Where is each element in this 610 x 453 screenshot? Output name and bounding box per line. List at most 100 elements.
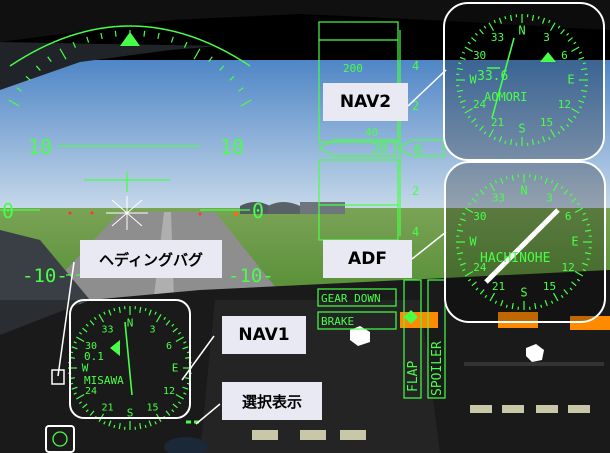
heading-arc-tick: [16, 87, 22, 92]
nav2-dial-tick: [456, 67, 464, 71]
adf-cardinal-E: E: [571, 235, 578, 249]
heading-arc-tick: [193, 48, 201, 60]
nav1-dial-tick: [93, 316, 97, 321]
nav2-dial-label-12: 12: [558, 98, 571, 111]
adf-dial-tick: [458, 258, 462, 261]
adf-dial-tick: [459, 218, 466, 222]
heading-arc-tick: [114, 30, 117, 37]
adf-dial-tick: [582, 262, 589, 266]
adf-dial-tick: [560, 294, 564, 299]
nav2-cardinal-S: S: [518, 122, 525, 136]
adf-dial-tick: [500, 300, 504, 307]
nav2-dial-tick: [549, 129, 556, 138]
adf-dial-tick: [456, 252, 464, 255]
nav1-dial-tick: [175, 393, 184, 400]
altitude-tape-40: 40: [365, 126, 378, 139]
adf-dial-tick: [586, 258, 590, 261]
nav1-dial-tick: [154, 311, 157, 315]
adf-dial-tick: [467, 278, 472, 282]
nav1-dial-tick: [85, 323, 89, 327]
nav2-dial-tick: [498, 17, 503, 24]
nav2-dial-tick: [498, 136, 503, 143]
adf-dial-tick: [489, 182, 496, 192]
nav2-dial-tick: [464, 107, 473, 114]
brake-indicator-text: BRAKE: [321, 315, 354, 328]
nav2-needle: [491, 37, 515, 119]
altitude-tape: [317, 21, 445, 241]
flap-gauge: [403, 279, 422, 399]
adf-dial-tick: [571, 197, 577, 203]
adf-dial-tick: [540, 304, 543, 308]
adf-dial-label-33: 33: [492, 191, 505, 204]
nav2-dial-tick: [548, 136, 551, 141]
nav2-dial-tick: [467, 41, 471, 45]
nav2-dial-tick: [504, 140, 507, 144]
select-box-icon[interactable]: [51, 369, 65, 385]
nav1-dial-label-15: 15: [146, 402, 158, 413]
nav1-dial-tick: [171, 409, 175, 413]
adf-dial-tick: [576, 278, 581, 282]
adf-station: HACHINOHE: [480, 251, 550, 266]
adf-dial-tick: [563, 189, 569, 195]
adf-dial-tick: [489, 292, 496, 302]
adf-dial-label-3: 3: [546, 191, 553, 204]
heading-pointer-icon: [120, 32, 140, 46]
nav2-dial-tick: [467, 115, 471, 119]
pitch-label-minus10-left: -10-: [22, 265, 68, 287]
heading-arc-tick: [8, 99, 20, 107]
adf-dial-tick: [511, 302, 514, 310]
nav1-cardinal-W: W: [82, 361, 89, 374]
nav1-dial-tick: [76, 336, 85, 343]
adf-dial-tick: [500, 177, 504, 184]
nav2-dial-tick: [560, 125, 565, 131]
spoiler-label: SPOILER: [430, 341, 445, 396]
nav2-dial-tick: [578, 51, 583, 54]
adf-dial-tick: [550, 300, 554, 304]
nav2-dial-label-6: 6: [561, 49, 568, 62]
nav1-dial-label-21: 21: [101, 402, 113, 413]
adf-dial-tick: [458, 223, 462, 226]
nav2-bearing-icon: [540, 52, 556, 62]
adf-dial-label-15: 15: [543, 280, 556, 293]
adf-dial-tick: [571, 281, 577, 287]
nav1-dial-label-6: 6: [166, 341, 172, 352]
heading-arc-tick: [25, 75, 31, 81]
nav2-dial-tick: [537, 16, 540, 20]
nav2-dial-tick: [567, 37, 573, 42]
nav2-cardinal-E: E: [567, 73, 574, 87]
nav2-dial-tick: [488, 129, 495, 138]
adf-dial-tick: [574, 270, 584, 277]
adf-dial-tick: [464, 270, 474, 277]
pitch-label-10-left: 10: [28, 135, 52, 159]
adf-dial-tick: [484, 185, 488, 190]
select-indicator-frame[interactable]: [45, 425, 75, 453]
pitch-label-0-left: 0: [2, 199, 14, 223]
nav1-dial-tick: [71, 386, 78, 390]
gear-indicator: [317, 288, 397, 307]
nav2-dial-tick: [461, 106, 466, 109]
adf-dial-label-12: 12: [562, 261, 575, 274]
nav2-dial-tick: [549, 22, 556, 31]
panel-details: [164, 312, 610, 453]
nav2-dial-tick: [464, 46, 473, 53]
adf-dial-tick: [494, 300, 498, 304]
spoiler-gauge: [427, 279, 446, 399]
adf-dial-tick: [534, 174, 537, 182]
adf-dial-tick: [505, 304, 508, 308]
heading-arc-tick: [240, 99, 252, 107]
adf-cardinal-S: S: [520, 286, 527, 300]
pitch-label-0-right: 0: [252, 199, 264, 223]
nav1-dial-tick: [148, 309, 152, 316]
pitch-label-10-right: 10: [220, 135, 244, 159]
boresight-icon: [106, 196, 148, 230]
adf-dial-label-24: 24: [473, 261, 487, 274]
nav1-distance: 0.1: [84, 350, 104, 363]
nav2-dial-label-21: 21: [491, 116, 504, 129]
nav2-dial-tick: [571, 46, 580, 53]
nav2-dial-tick: [567, 118, 573, 123]
